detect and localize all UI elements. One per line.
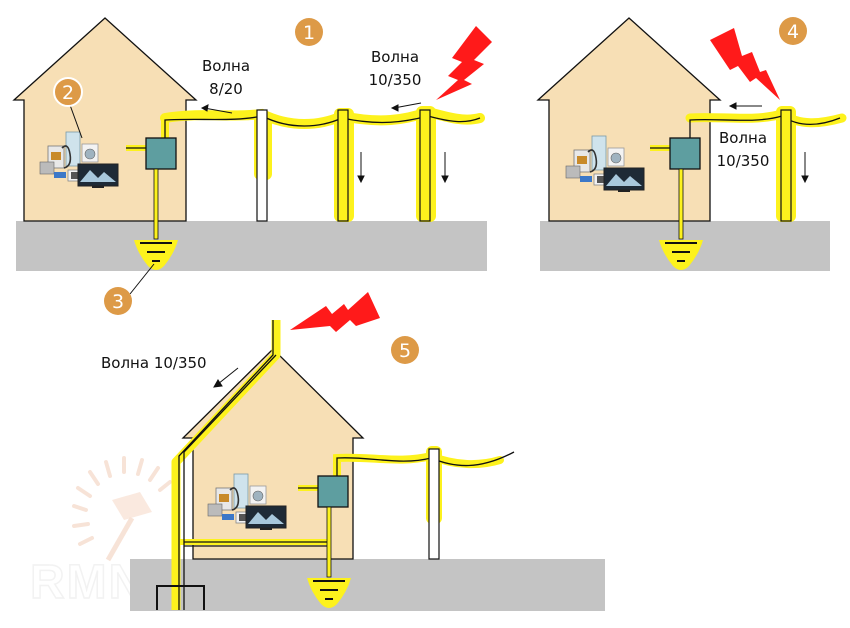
ground-wire: [326, 506, 332, 578]
svg-text:2: 2: [62, 82, 74, 104]
surge-highlight: [333, 451, 504, 484]
badge-4: 4: [779, 17, 807, 45]
scene-5: RMNT.RU Волна 10/350 5: [29, 292, 605, 611]
lightning-rod-conductor: [183, 354, 277, 610]
utility-pole: [337, 109, 349, 222]
wave-label: Волна: [719, 129, 767, 147]
wave-label: Волна 10/350: [101, 354, 207, 372]
badge-3: 3: [104, 287, 132, 315]
lightning-rod-conductor: [178, 320, 274, 610]
power-line: [689, 115, 841, 138]
badge-1: 1: [295, 18, 323, 46]
arrow-left-icon: [200, 102, 422, 114]
svg-text:4: 4: [787, 21, 799, 43]
wave-label: 8/20: [209, 80, 243, 98]
wave-label: Волна: [202, 57, 250, 75]
surge-highlight: [685, 109, 847, 128]
leader-line: [69, 104, 83, 139]
badge-2: 2: [53, 77, 83, 107]
electrical-panel: [317, 475, 349, 508]
utility-pole: [419, 109, 431, 222]
svg-text:5: 5: [399, 340, 411, 362]
scene-1: Волна 8/20 Волна 10/350 1 2 3: [12, 17, 492, 315]
ground: [16, 221, 487, 271]
arrow-down-icon: [357, 152, 449, 184]
lightning-bolt-icon: [436, 26, 492, 100]
electrical-panel: [669, 137, 701, 170]
leader-line: [129, 263, 155, 295]
ground-wire: [678, 168, 684, 240]
svg-text:1: 1: [303, 22, 315, 44]
electrical-panel: [145, 137, 177, 170]
scene-4: Волна 10/350 4: [536, 17, 847, 271]
utility-pole: [780, 109, 792, 222]
house: [12, 17, 198, 222]
ground-wire: [153, 168, 159, 240]
ground-rod: [156, 585, 205, 610]
svg-text:3: 3: [112, 291, 124, 313]
arrow-left-icon: [728, 102, 762, 110]
ground: [130, 559, 605, 611]
lightning-bolt-icon: [710, 28, 780, 100]
arrow-down-icon: [801, 152, 809, 184]
utility-pole: [428, 448, 440, 560]
utility-pole: [256, 109, 268, 222]
wave-label: 10/350: [369, 71, 422, 89]
wave-label: 10/350: [717, 152, 770, 170]
arrow-down-left-icon: [213, 367, 239, 388]
badge-5: 5: [391, 336, 419, 364]
lightning-bolt-icon: [290, 292, 380, 332]
wave-label: Волна: [371, 48, 419, 66]
